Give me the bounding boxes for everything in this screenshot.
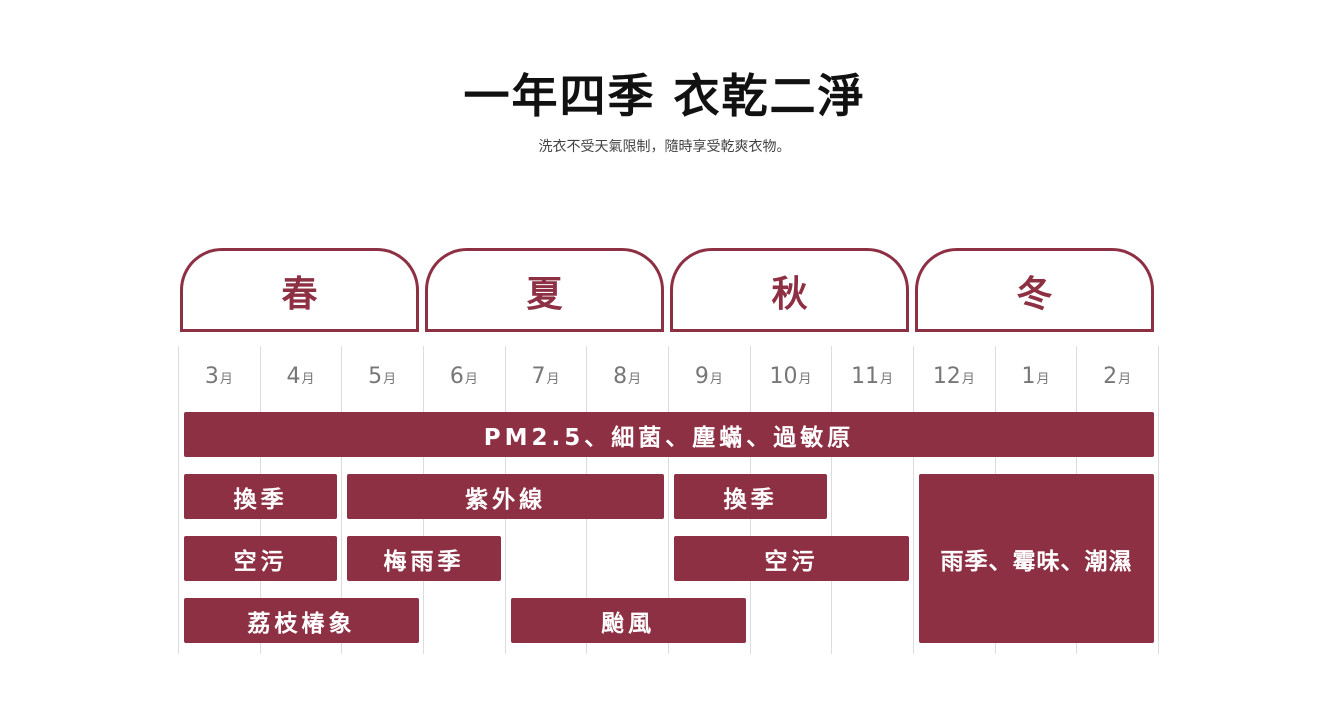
bar-label: 雨季、霉味、潮濕 <box>940 548 1133 575</box>
month-label: 11月 <box>831 362 913 395</box>
month-unit: 月 <box>709 372 723 387</box>
month-number: 10 <box>769 364 798 389</box>
month-label: 1月 <box>995 362 1077 395</box>
bar-label: 紫外線 <box>465 486 547 513</box>
month-unit: 月 <box>383 372 397 387</box>
season-issue-bar: 雨季、霉味、潮濕 <box>919 474 1154 643</box>
bar-label: 荔枝椿象 <box>247 610 356 637</box>
month-unit: 月 <box>880 372 894 387</box>
month-unit: 月 <box>1118 372 1132 387</box>
month-number: 3 <box>204 364 219 389</box>
month-unit: 月 <box>464 372 478 387</box>
month-number: 2 <box>1103 364 1118 389</box>
month-label: 6月 <box>423 362 505 395</box>
bar-label: PM2.5、細菌、塵蟎、過敏原 <box>483 424 855 451</box>
month-number: 4 <box>286 364 301 389</box>
month-number: 11 <box>851 364 880 389</box>
season-issue-bar: 空污 <box>674 536 909 581</box>
month-gridline <box>831 346 833 654</box>
month-label: 2月 <box>1076 362 1158 395</box>
bar-label: 梅雨季 <box>383 548 465 575</box>
season-tab-1: 春 <box>180 248 419 332</box>
bar-label: 空污 <box>764 548 819 575</box>
page-title: 一年四季 衣乾二淨 <box>463 69 866 123</box>
month-label: 4月 <box>260 362 342 395</box>
month-number: 8 <box>613 364 628 389</box>
season-label: 冬 <box>1016 274 1053 315</box>
month-label: 12月 <box>913 362 995 395</box>
month-gridline <box>1158 346 1159 654</box>
season-issue-bar: 換季 <box>184 474 338 519</box>
month-gridline <box>913 346 914 654</box>
season-label: 春 <box>281 274 318 315</box>
month-number: 6 <box>449 364 464 389</box>
month-number: 9 <box>694 364 709 389</box>
month-label: 7月 <box>505 362 587 395</box>
bar-label: 換季 <box>233 486 288 513</box>
bar-label: 換季 <box>723 486 778 513</box>
month-unit: 月 <box>1036 372 1050 387</box>
season-issue-bar: 梅雨季 <box>347 536 501 581</box>
season-issue-bar: 颱風 <box>510 598 746 643</box>
month-unit: 月 <box>628 372 642 387</box>
month-label: 8月 <box>586 362 668 395</box>
month-gridline <box>668 346 669 654</box>
month-gridline <box>178 346 179 654</box>
season-issue-bar: PM2.5、細菌、塵蟎、過敏原 <box>184 412 1154 457</box>
month-label: 10月 <box>750 362 832 395</box>
month-label: 5月 <box>341 362 423 395</box>
month-unit: 月 <box>546 372 560 387</box>
season-issue-bar: 空污 <box>184 536 338 581</box>
month-unit: 月 <box>219 372 233 387</box>
month-gridline <box>341 346 343 654</box>
season-issue-bar: 荔枝椿象 <box>184 598 419 643</box>
season-issue-bar: 換季 <box>674 474 828 519</box>
bar-label: 颱風 <box>601 610 656 637</box>
bar-label: 空污 <box>233 548 288 575</box>
month-unit: 月 <box>961 372 975 387</box>
month-unit: 月 <box>301 372 315 387</box>
month-label: 9月 <box>668 362 750 395</box>
season-tab-2: 夏 <box>425 248 664 332</box>
month-number: 5 <box>368 364 383 389</box>
season-label: 秋 <box>771 274 808 315</box>
page-subtitle: 洗衣不受天氣限制，隨時享受乾爽衣物。 <box>538 139 791 155</box>
month-unit: 月 <box>798 372 812 387</box>
month-number: 12 <box>932 364 961 389</box>
season-issue-bar: 紫外線 <box>347 474 664 519</box>
season-tab-4: 冬 <box>915 248 1154 332</box>
season-label: 夏 <box>526 274 563 315</box>
month-number: 7 <box>531 364 546 389</box>
month-number: 1 <box>1021 364 1036 389</box>
month-label: 3月 <box>178 362 260 395</box>
season-tab-3: 秋 <box>670 248 909 332</box>
